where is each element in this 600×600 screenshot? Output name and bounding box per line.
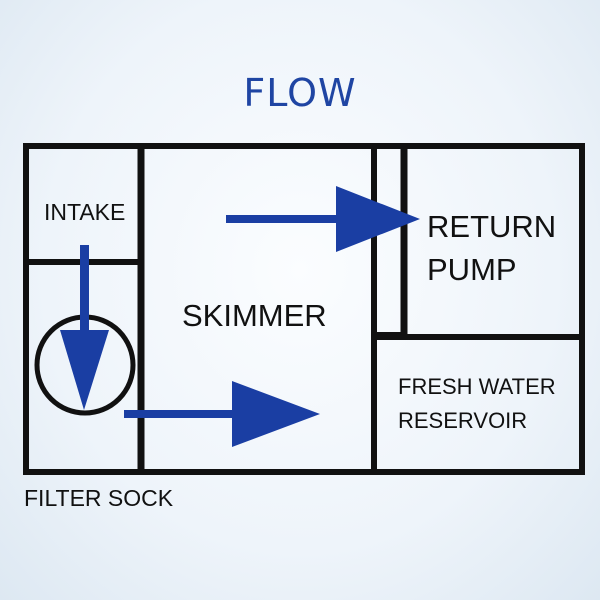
intake-label: INTAKE (44, 199, 125, 225)
fresh-water-label-line2: RESERVOIR (398, 408, 527, 433)
filter-sock-label: FILTER SOCK (24, 485, 174, 511)
diagram-title: FLOW (243, 71, 357, 115)
top-right-arrow (226, 186, 420, 252)
skimmer-label: SKIMMER (182, 298, 327, 333)
return-pump-label-line2: PUMP (427, 252, 517, 287)
tank-outline (23, 143, 585, 475)
down-arrow (60, 245, 109, 410)
fresh-water-label-line1: FRESH WATER (398, 374, 556, 399)
return-pump-label-line1: RETURN (427, 209, 556, 244)
bottom-right-arrow (124, 381, 320, 447)
